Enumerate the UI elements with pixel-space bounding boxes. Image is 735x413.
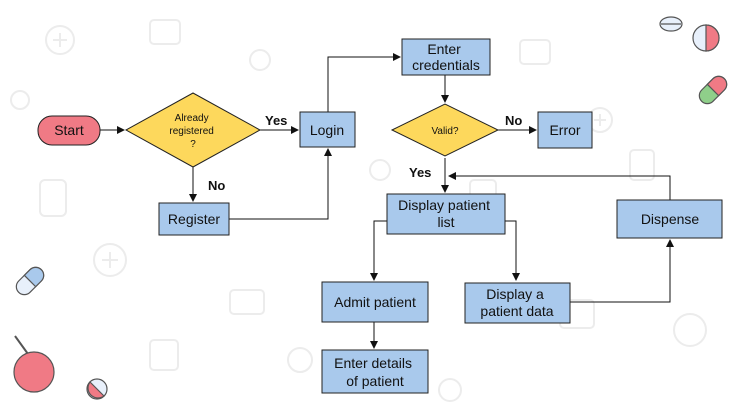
node-register-label: Register — [168, 211, 220, 227]
node-enter-details: Enter details of patient — [321, 349, 429, 394]
pill-icon — [659, 16, 683, 32]
pill-icon — [86, 378, 108, 400]
node-already-registered: Already registered ? — [124, 92, 262, 168]
edges — [100, 53, 674, 349]
node-enter-details-label: Enter details of patient — [334, 355, 416, 389]
node-start: Start — [37, 115, 101, 146]
node-admit-patient-label: Admit patient — [334, 294, 416, 310]
node-enter-credentials-label: Enter credentials — [412, 41, 480, 73]
edge-dispense-display-list — [448, 172, 671, 200]
pill-icon — [692, 24, 720, 52]
node-error-label: Error — [549, 122, 580, 138]
node-display-patient-data-label: Display a patient data — [480, 286, 553, 319]
medical-pattern — [10, 19, 707, 402]
capsule-icon — [698, 75, 728, 105]
node-start-label: Start — [54, 122, 84, 138]
capsule-icon — [15, 266, 45, 296]
edge-patient-data-dispense — [570, 239, 674, 303]
node-valid-label: Valid? — [431, 126, 458, 137]
node-admit-patient: Admit patient — [321, 281, 429, 323]
node-login-label: Login — [310, 122, 344, 138]
edge-label-yes-login: Yes — [265, 113, 287, 128]
node-already-registered-label: Already registered ? — [169, 113, 216, 150]
node-display-patient-list-label: Display patient list — [398, 197, 494, 230]
node-valid: Valid? — [390, 103, 500, 157]
node-register: Register — [158, 202, 230, 236]
edge-display-list-admit — [370, 220, 387, 281]
edge-label-no-register: No — [208, 178, 225, 193]
edge-register-login — [229, 148, 332, 220]
node-login: Login — [299, 111, 356, 148]
node-error: Error — [537, 111, 593, 149]
edge-display-list-patient-data — [505, 220, 520, 281]
node-display-patient-list: Display patient list — [386, 193, 506, 235]
edge-label-no-error: No — [505, 113, 522, 128]
syringe-icon — [13, 335, 55, 393]
node-dispense: Dispense — [616, 199, 723, 239]
edge-login-enter-credentials — [327, 53, 401, 112]
edge-label-yes-display: Yes — [409, 165, 431, 180]
node-enter-credentials: Enter credentials — [401, 38, 491, 76]
node-display-patient-data: Display a patient data — [464, 282, 571, 324]
node-dispense-label: Dispense — [641, 211, 700, 227]
